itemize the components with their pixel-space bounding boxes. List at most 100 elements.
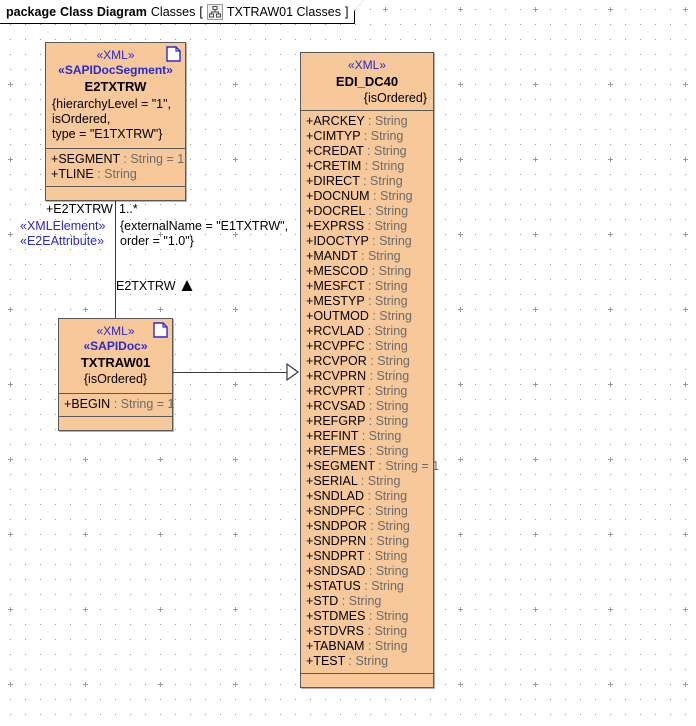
- attribute-type: String: [375, 414, 409, 428]
- connector-stereotype-xmlelement: «XMLElement»: [20, 219, 106, 233]
- attribute-name: STDVRS: [313, 624, 365, 638]
- attribute-row[interactable]: +MESTYP : String: [306, 294, 408, 308]
- class-header-e2txtrw: «XML» «SAPIDocSegment» E2TXTRW {hierarch…: [46, 43, 185, 148]
- attribute-row[interactable]: +EXPRSS : String: [306, 219, 408, 233]
- attribute-row[interactable]: +RCVPRT : String: [306, 384, 408, 398]
- attribute-type: String: [370, 174, 403, 188]
- attribute-name: SNDPFC: [313, 504, 365, 518]
- attribute-row[interactable]: +DOCNUM : String: [306, 189, 413, 203]
- attribute-name: CREDAT: [313, 144, 364, 158]
- attribute-name: STATUS: [313, 579, 361, 593]
- attribute-name: RCVSAD: [313, 399, 366, 413]
- attribute-name: SERIAL: [313, 474, 358, 488]
- attribute-name: IDOCTYP: [313, 234, 369, 248]
- attribute-name: TABNAM: [313, 639, 365, 653]
- attribute-type: String: [378, 264, 412, 278]
- attribute-row[interactable]: +SNDLAD : String: [306, 489, 408, 503]
- attribute-row[interactable]: +REFGRP : String: [306, 414, 409, 428]
- attribute-row[interactable]: +STDMES : String: [306, 609, 409, 623]
- attribute-name: RCVPRT: [313, 384, 365, 398]
- attribute-type: String: [367, 249, 401, 263]
- connector-generalization-line[interactable]: [173, 372, 288, 373]
- attribute-name: MESFCT: [313, 279, 365, 293]
- attribute-row[interactable]: +RCVPRN : String: [306, 369, 410, 383]
- attribute-row[interactable]: +DOCREL : String: [306, 204, 409, 218]
- attribute-name: RCVPOR: [313, 354, 367, 368]
- class-stereotype-sapidocsegment: «SAPIDocSegment»: [58, 63, 173, 77]
- frame-diagram-name: TXTRAW01 Classes: [226, 4, 341, 19]
- attribute-name: SNDPRN: [313, 534, 367, 548]
- attribute-name: CIMTYP: [313, 129, 361, 143]
- attribute-row[interactable]: +DIRECT : String: [306, 174, 403, 188]
- attribute-type: String: [374, 489, 408, 503]
- attribute-name: SNDPOR: [313, 519, 367, 533]
- attribute-row[interactable]: +BEGIN : String = 1: [64, 397, 175, 411]
- frame-kind: Class Diagram: [60, 4, 147, 19]
- attribute-row[interactable]: +RCVPFC : String: [306, 339, 408, 353]
- attribute-name: RCVPFC: [313, 339, 365, 353]
- attribute-row[interactable]: +SERIAL : String: [306, 474, 401, 488]
- attribute-row[interactable]: +RCVSAD : String: [306, 399, 409, 413]
- connector-constraint-line-1: {externalName = "E1TXTRW",: [120, 219, 289, 233]
- attribute-type: String: [374, 219, 408, 233]
- attribute-row[interactable]: +CREDAT : String: [306, 144, 407, 158]
- attribute-name: MANDT: [313, 249, 358, 263]
- document-icon: [166, 46, 181, 62]
- attribute-row[interactable]: +RCVLAD : String: [306, 324, 408, 338]
- attribute-type: String: [371, 159, 405, 173]
- attribute-name: RCVLAD: [313, 324, 365, 338]
- attribute-row[interactable]: +TABNAM : String: [306, 639, 408, 653]
- attribute-row[interactable]: +STDVRS : String: [306, 624, 408, 638]
- class-attributes-edi-dc40: +ARCKEY : String+CIMTYP : String+CREDAT …: [301, 110, 440, 673]
- attribute-name: DOCNUM: [313, 189, 370, 203]
- class-constraint-isordered: {isOrdered}: [363, 91, 427, 105]
- attribute-row[interactable]: +MESCOD : String: [306, 264, 412, 278]
- attribute-row[interactable]: +REFINT : String: [306, 429, 402, 443]
- attribute-row[interactable]: +SNDPOR : String: [306, 519, 410, 533]
- attribute-row[interactable]: +MESFCT : String: [306, 279, 408, 293]
- attribute-row[interactable]: +SNDSAD : String: [306, 564, 409, 578]
- attribute-row[interactable]: +MANDT : String: [306, 249, 401, 263]
- connector-composition-line[interactable]: [115, 188, 116, 319]
- attribute-row[interactable]: +CIMTYP : String: [306, 129, 404, 143]
- attribute-row[interactable]: +TEST : String: [306, 654, 389, 668]
- attribute-name: SNDPRT: [313, 549, 365, 563]
- class-node-e2txtrw[interactable]: «XML» «SAPIDocSegment» E2TXTRW {hierarch…: [45, 42, 186, 201]
- attribute-row[interactable]: +SNDPRN : String: [306, 534, 410, 548]
- attribute-row[interactable]: +IDOCTYP : String: [306, 234, 412, 248]
- attribute-name: ARCKEY: [313, 114, 365, 128]
- attribute-row[interactable]: +REFMES : String: [306, 444, 409, 458]
- attribute-type: String: [371, 579, 404, 593]
- attribute-name: DIRECT: [313, 174, 360, 188]
- diagram-frame-header: package Class Diagram Classes [ TXTRAW01…: [0, 0, 356, 24]
- connector-multiplicity: 1..*: [119, 202, 138, 216]
- attribute-type: String: [373, 144, 407, 158]
- attribute-row[interactable]: +SNDPRT : String: [306, 549, 408, 563]
- attribute-row[interactable]: +TLINE : String: [51, 167, 137, 181]
- attribute-row[interactable]: +ARCKEY : String: [306, 114, 408, 128]
- attribute-name: STDMES: [313, 609, 366, 623]
- frame-bracket-close: ]: [345, 4, 349, 19]
- attribute-row[interactable]: +SEGMENT : String = 1: [306, 459, 440, 473]
- attribute-row[interactable]: +STD : String: [306, 594, 382, 608]
- attribute-type: String: [130, 152, 163, 166]
- attribute-type: String: [120, 397, 154, 411]
- class-node-txtraw01[interactable]: «XML» «SAPIDoc» TXTRAW01 {isOrdered} +BE…: [58, 318, 175, 431]
- attribute-row[interactable]: +RCVPOR : String: [306, 354, 410, 368]
- attribute-row[interactable]: +SNDPFC : String: [306, 504, 408, 518]
- attribute-type: String: [385, 459, 418, 473]
- attribute-row[interactable]: +CRETIM : String: [306, 159, 405, 173]
- attribute-row[interactable]: +STATUS : String: [306, 579, 404, 593]
- class-operations-txtraw01: [59, 416, 172, 430]
- attribute-type: String: [375, 444, 409, 458]
- attribute-type: String: [355, 654, 389, 668]
- attribute-row[interactable]: +SEGMENT : String = 1: [51, 152, 185, 166]
- attribute-name: MESTYP: [313, 294, 365, 308]
- class-node-edi-dc40[interactable]: «XML» EDI_DC40 {isOrdered} +ARCKEY : Str…: [300, 52, 440, 688]
- class-name-edi-dc40: EDI_DC40: [335, 74, 399, 89]
- class-attributes-txtraw01: +BEGIN : String = 1: [59, 393, 175, 416]
- attribute-name: BEGIN: [71, 397, 111, 411]
- attribute-row[interactable]: +OUTMOD : String: [306, 309, 412, 323]
- attribute-name: MESCOD: [313, 264, 369, 278]
